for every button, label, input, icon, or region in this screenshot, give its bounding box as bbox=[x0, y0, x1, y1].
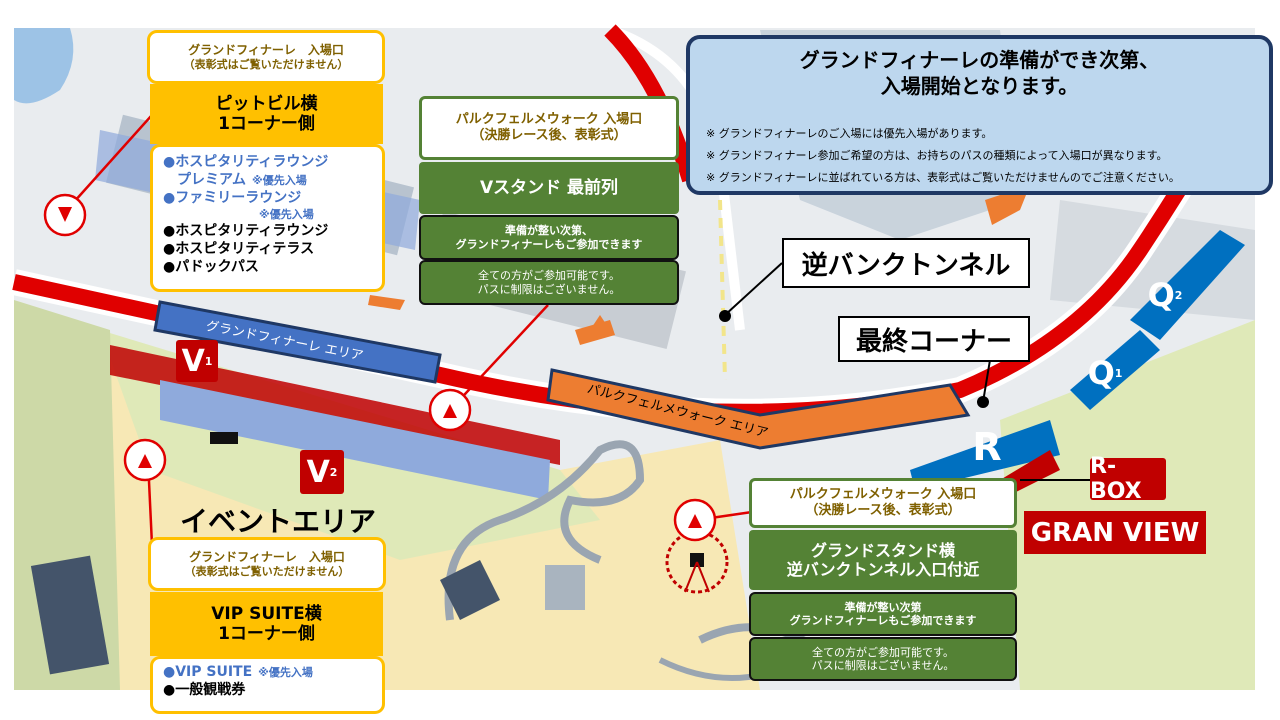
pit-entrance-label-line1: グランドフィナーレ 入場口 bbox=[188, 43, 344, 58]
grandstand-note-all-line2: パスに制限はございません。 bbox=[811, 659, 955, 672]
info-notes: ※ グランドフィナーレのご入場には優先入場があります。 ※ グランドフィナーレ参… bbox=[706, 123, 1180, 189]
grandstand-note-ready-line2: グランドフィナーレもご参加できます bbox=[789, 614, 977, 627]
pit-pass-list: ●ホスピタリティラウンジ プレミアム※優先入場 ●ファミリーラウンジ ※優先入場… bbox=[150, 144, 385, 292]
vstand-note-all-line1: 全ての方がご参加可能です。 bbox=[478, 269, 620, 283]
vip-priority-note: ※優先入場 bbox=[258, 666, 313, 679]
vstand-entrance-heading: Vスタンド 最前列 bbox=[419, 162, 679, 214]
vip-pass-item-1: ●VIP SUITE※優先入場 bbox=[163, 664, 313, 680]
pit-heading-line1: ピットビル横 bbox=[215, 93, 318, 114]
info-title: グランドフィナーレの準備ができ次第、 入場開始となります。 bbox=[690, 47, 1269, 99]
entrance-marker-pit bbox=[43, 193, 87, 237]
grandstand-heading-line1: グランドスタンド横 bbox=[810, 540, 955, 560]
vstand-note-ready: 準備が整い次第、 グランドフィナーレもご参加できます bbox=[419, 215, 679, 260]
pit-pass-item-4: ●ホスピタリティテラス bbox=[163, 241, 315, 258]
vstand-note-all-line2: パスに制限はございません。 bbox=[477, 282, 621, 296]
info-panel: グランドフィナーレの準備ができ次第、 入場開始となります。 ※ グランドフィナー… bbox=[686, 35, 1273, 195]
vip-heading-line1: VIP SUITE横 bbox=[211, 603, 322, 624]
vstand-entrance-label: パルクフェルメウォーク 入場口 （決勝レース後、表彰式） bbox=[419, 96, 679, 160]
info-note-1: ※ グランドフィナーレのご入場には優先入場があります。 bbox=[706, 127, 993, 140]
entrance-marker-grandstand bbox=[673, 498, 717, 542]
entrance-marker-vstand bbox=[428, 388, 472, 432]
vip-pass-list: ●VIP SUITE※優先入場 ●一般観戦券 bbox=[150, 656, 385, 714]
vstand-label-line2: （決勝レース後、表彰式） bbox=[471, 128, 627, 143]
pit-entrance-label: グランドフィナーレ 入場口 （表彰式はご覧いただけません） bbox=[147, 30, 385, 84]
grandstand-label-line1: パルクフェルメウォーク 入場口 bbox=[789, 487, 977, 503]
vstand-note-ready-line1: 準備が整い次第、 bbox=[505, 224, 593, 238]
vip-heading-line2: 1コーナー側 bbox=[218, 624, 315, 644]
vstand-label-line1: パルクフェルメウォーク 入場口 bbox=[455, 112, 643, 128]
tunnel-label: 逆バンクトンネル bbox=[782, 238, 1030, 288]
grandstand-note-ready-line1: 準備が整い次第 bbox=[844, 600, 922, 614]
grandstand-entrance-heading: グランドスタンド横 逆バンクトンネル入口付近 bbox=[749, 530, 1017, 590]
pit-entrance-heading: ピットビル横 1コーナー側 bbox=[150, 84, 383, 144]
vip-pass-item-2: ●一般観戦券 bbox=[163, 682, 246, 699]
info-note-3: ※ グランドフィナーレに並ばれている方は、表彰式はご覧いただけませんのでご注意く… bbox=[706, 171, 1180, 184]
pit-entrance-label-line2: （表彰式はご覧いただけません） bbox=[183, 57, 349, 71]
grandstand-heading-line2: 逆バンクトンネル入口付近 bbox=[786, 560, 980, 579]
rbox-label: R-BOX bbox=[1090, 454, 1166, 504]
pit-pass-item-5: ●パドックパス bbox=[163, 259, 259, 276]
pit-heading-line2: 1コーナー側 bbox=[218, 114, 315, 134]
stand-r-badge: R bbox=[972, 425, 1002, 469]
vstand-note-ready-line2: グランドフィナーレもご参加できます bbox=[455, 237, 643, 251]
pit-pass-item-3: ●ホスピタリティラウンジ bbox=[163, 222, 329, 239]
granview-label: GRAN VIEW bbox=[1024, 511, 1206, 554]
info-title-line2: 入場開始となります。 bbox=[880, 74, 1079, 98]
entrance-marker-vip bbox=[123, 438, 167, 482]
grandstand-note-ready: 準備が整い次第 グランドフィナーレもご参加できます bbox=[749, 592, 1017, 636]
vip-entrance-label: グランドフィナーレ 入場口 （表彰式はご覧いただけません） bbox=[148, 537, 386, 591]
grandstand-entrance-label: パルクフェルメウォーク 入場口 （決勝レース後、表彰式） bbox=[749, 478, 1017, 528]
grandstand-note-all: 全ての方がご参加可能です。 パスに制限はございません。 bbox=[749, 637, 1017, 681]
pit-pass-item-2-note: ※優先入場 bbox=[259, 207, 314, 221]
vip-entrance-heading: VIP SUITE横 1コーナー側 bbox=[150, 592, 383, 656]
last-corner-label: 最終コーナー bbox=[838, 316, 1030, 362]
grandstand-note-all-line1: 全ての方がご参加可能です。 bbox=[812, 645, 954, 659]
vip-label-line1: グランドフィナーレ 入場口 bbox=[189, 550, 345, 565]
grandstand-label-line2: （決勝レース後、表彰式） bbox=[805, 503, 961, 518]
pit-pass-item-1: ●ホスピタリティラウンジ bbox=[163, 154, 329, 170]
pit-pass-item-1b: プレミアム※優先入場 bbox=[177, 172, 307, 189]
pit-pass-item-2: ●ファミリーラウンジ bbox=[163, 190, 302, 207]
vip-label-line2: （表彰式はご覧いただけません） bbox=[184, 564, 350, 578]
info-title-line1: グランドフィナーレの準備ができ次第、 bbox=[799, 48, 1160, 72]
info-note-2: ※ グランドフィナーレ参加ご希望の方は、お持ちのパスの種類によって入場口が異なり… bbox=[706, 149, 1168, 162]
priority-note: ※優先入場 bbox=[252, 174, 307, 188]
event-area-label: イベントエリア bbox=[180, 505, 377, 538]
vstand-note-all: 全ての方がご参加可能です。 パスに制限はございません。 bbox=[419, 260, 679, 305]
